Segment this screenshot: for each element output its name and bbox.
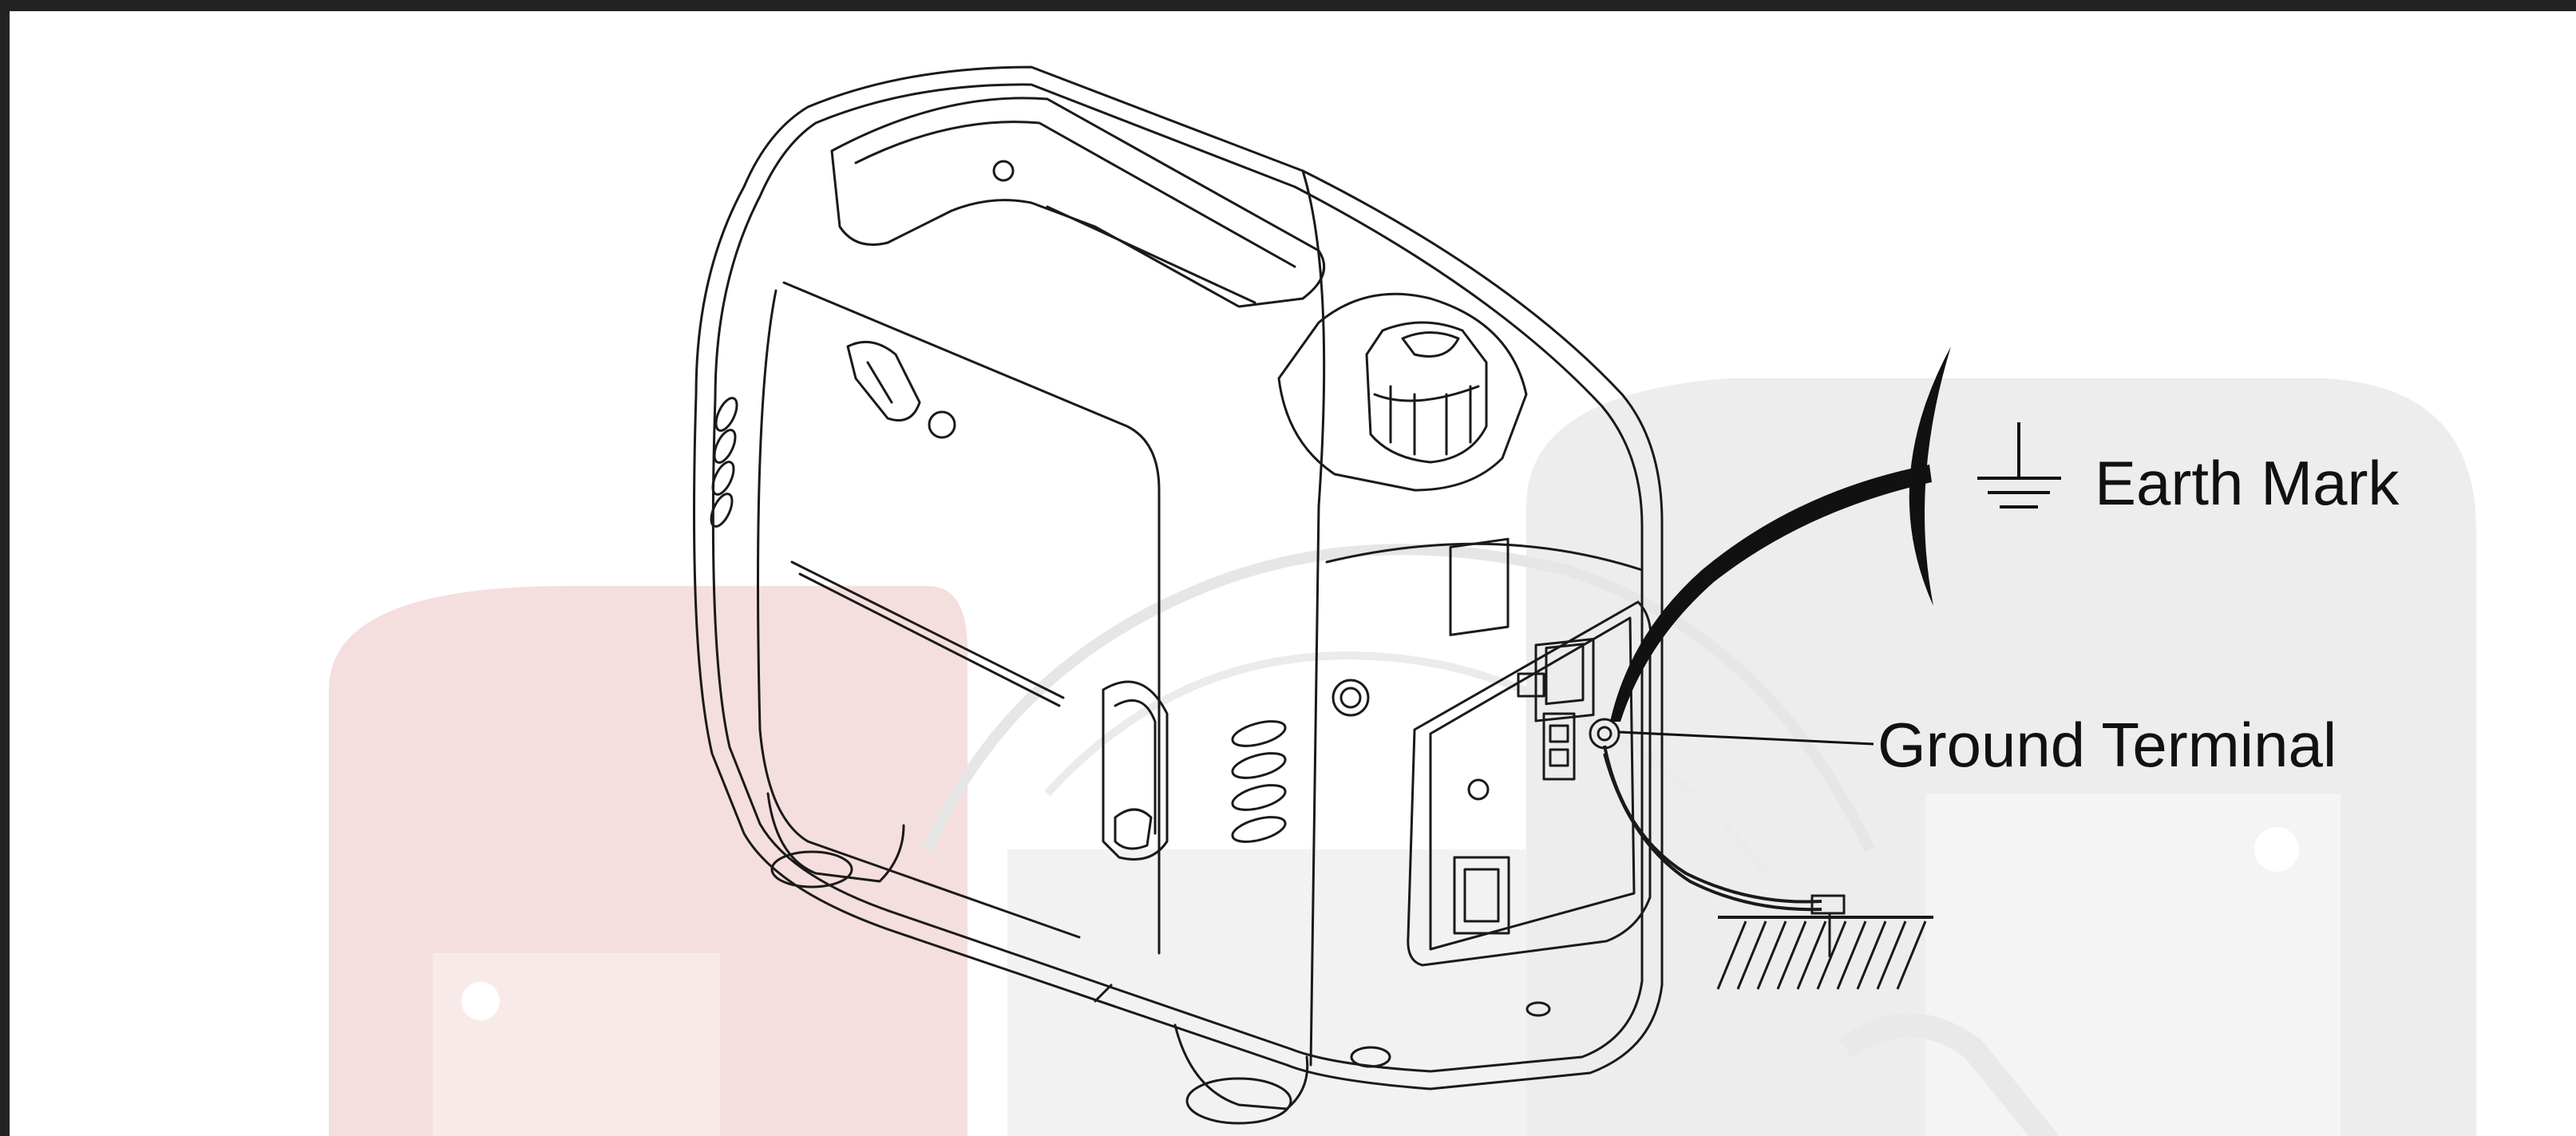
earth-mark-callout	[1610, 346, 1951, 722]
side-vents	[710, 397, 738, 528]
earth-mark-label: Earth Mark	[2095, 448, 2400, 518]
earth-ground-icon	[1977, 422, 2061, 509]
rear-vents	[1231, 720, 1287, 843]
diagram-artwork	[329, 65, 2476, 1136]
ground-terminal-leader-line	[1618, 730, 1874, 746]
generator-illustration	[693, 65, 1664, 1125]
ground-wire	[1603, 745, 1846, 957]
earth-ground-hatch	[1716, 916, 1933, 990]
background-watermark	[329, 378, 2476, 1136]
ground-terminal-label: Ground Terminal	[1878, 710, 2337, 780]
